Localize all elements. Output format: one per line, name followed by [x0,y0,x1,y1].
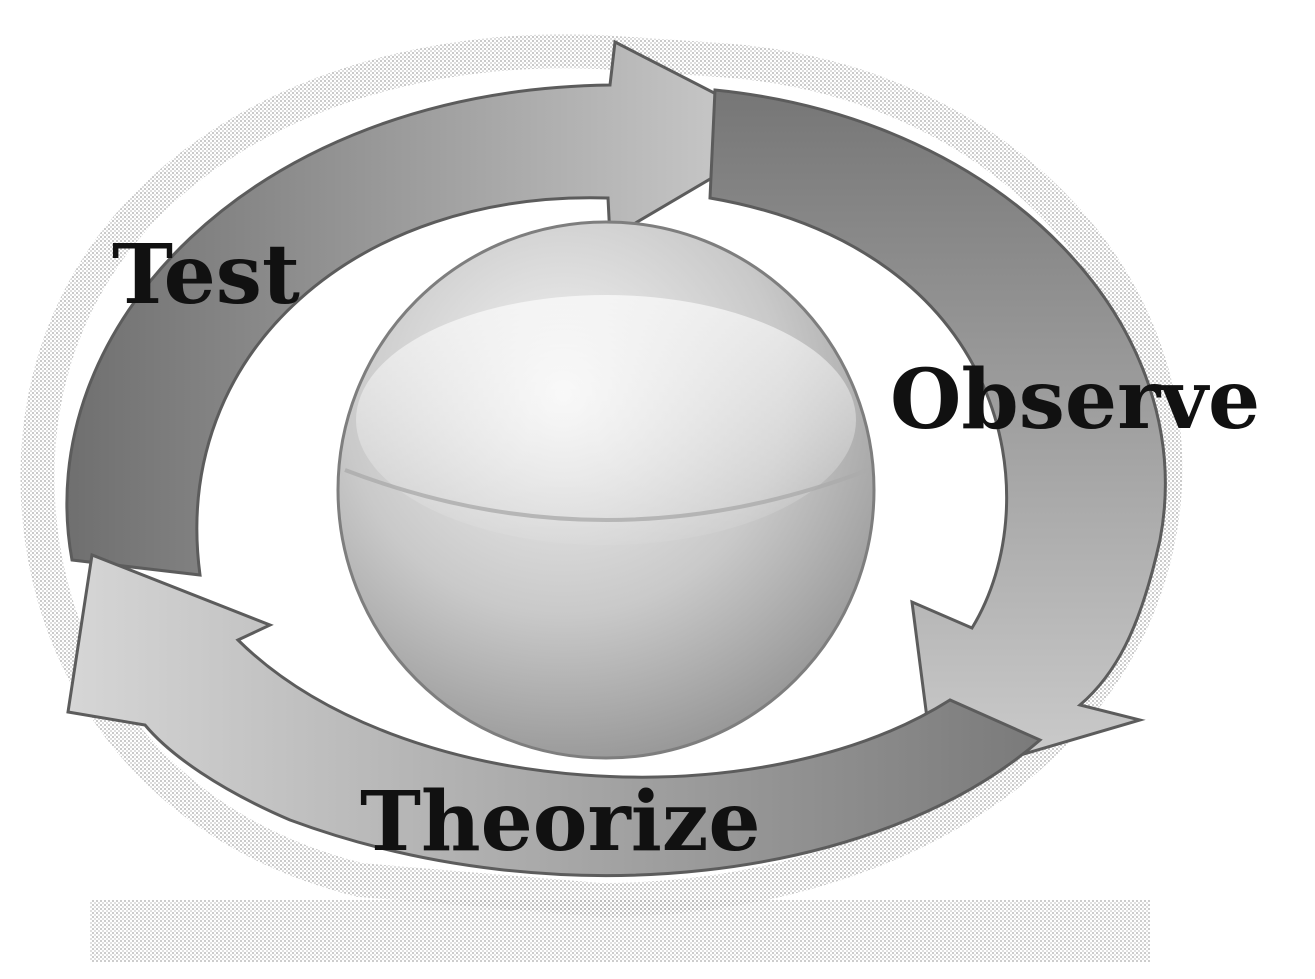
sphere-highlight [356,295,856,545]
center-sphere [338,222,874,758]
step-label-test: Test [112,227,300,323]
reflection-stipple [90,900,1150,962]
step-label-theorize: Theorize [360,774,761,870]
step-label-observe: Observe [890,352,1260,448]
